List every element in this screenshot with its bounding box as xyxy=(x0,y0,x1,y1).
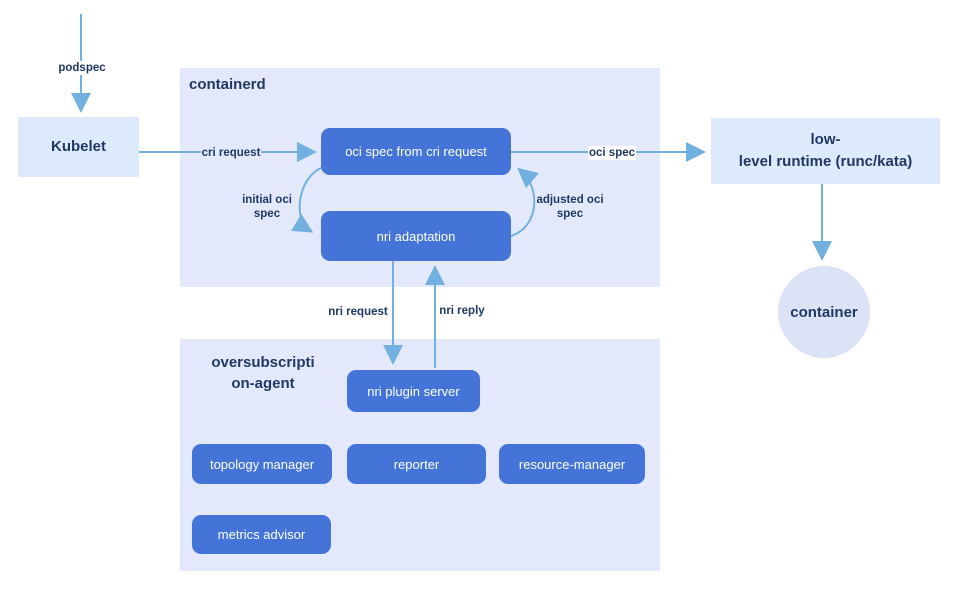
podspec-edge-label: podspec xyxy=(57,61,107,75)
low-level-runtime-node: low- level runtime (runc/kata) xyxy=(711,118,940,184)
initial-oci-spec-edge-label: initial oci spec xyxy=(230,193,304,221)
nri-plugin-server-node: nri plugin server xyxy=(347,370,480,412)
kubelet-label: Kubelet xyxy=(50,138,106,155)
oci-spec-edge-label: oci spec xyxy=(588,146,636,160)
low-level-runtime-label-line2: level runtime (runc/kata) xyxy=(738,153,913,170)
nri-reply-edge-label: nri reply xyxy=(439,305,485,317)
nri-adaptation-node: nri adaptation xyxy=(321,211,511,261)
container-label: container xyxy=(790,303,858,321)
topology-manager-node: topology manager xyxy=(192,444,332,484)
cri-request-edge-label: cri request xyxy=(201,146,261,160)
adjusted-oci-spec-line1: adjusted oci xyxy=(536,194,604,206)
adjusted-oci-spec-edge-label: adjusted oci spec xyxy=(530,193,610,221)
topology-manager-label: topology manager xyxy=(209,456,315,472)
containerd-panel-title: containerd xyxy=(189,76,266,93)
low-level-runtime-label-line1: low- xyxy=(810,131,841,148)
nri-adaptation-label: nri adaptation xyxy=(376,228,456,244)
reporter-node: reporter xyxy=(347,444,486,484)
resource-manager-label: resource-manager xyxy=(518,456,626,472)
oci-spec-from-cri-request-node: oci spec from cri request xyxy=(321,128,511,175)
metrics-advisor-label: metrics advisor xyxy=(217,527,306,542)
container-node: container xyxy=(778,266,870,358)
resource-manager-node: resource-manager xyxy=(499,444,645,484)
reporter-label: reporter xyxy=(393,456,440,472)
oversubscription-agent-panel-title: oversubscripti on-agent xyxy=(188,352,338,394)
metrics-advisor-node: metrics advisor xyxy=(192,515,331,554)
initial-oci-spec-line1: initial oci xyxy=(242,194,292,206)
kubelet-node: Kubelet xyxy=(18,117,139,177)
oci-spec-from-cri-request-label: oci spec from cri request xyxy=(345,144,487,159)
initial-oci-spec-line2: spec xyxy=(253,208,281,220)
adjusted-oci-spec-line2: spec xyxy=(556,208,584,220)
agent-title-line1: oversubscripti xyxy=(211,354,315,371)
agent-title-line2: on-agent xyxy=(231,375,295,392)
nri-plugin-server-label: nri plugin server xyxy=(367,383,460,399)
nri-request-edge-label: nri request xyxy=(328,306,388,318)
